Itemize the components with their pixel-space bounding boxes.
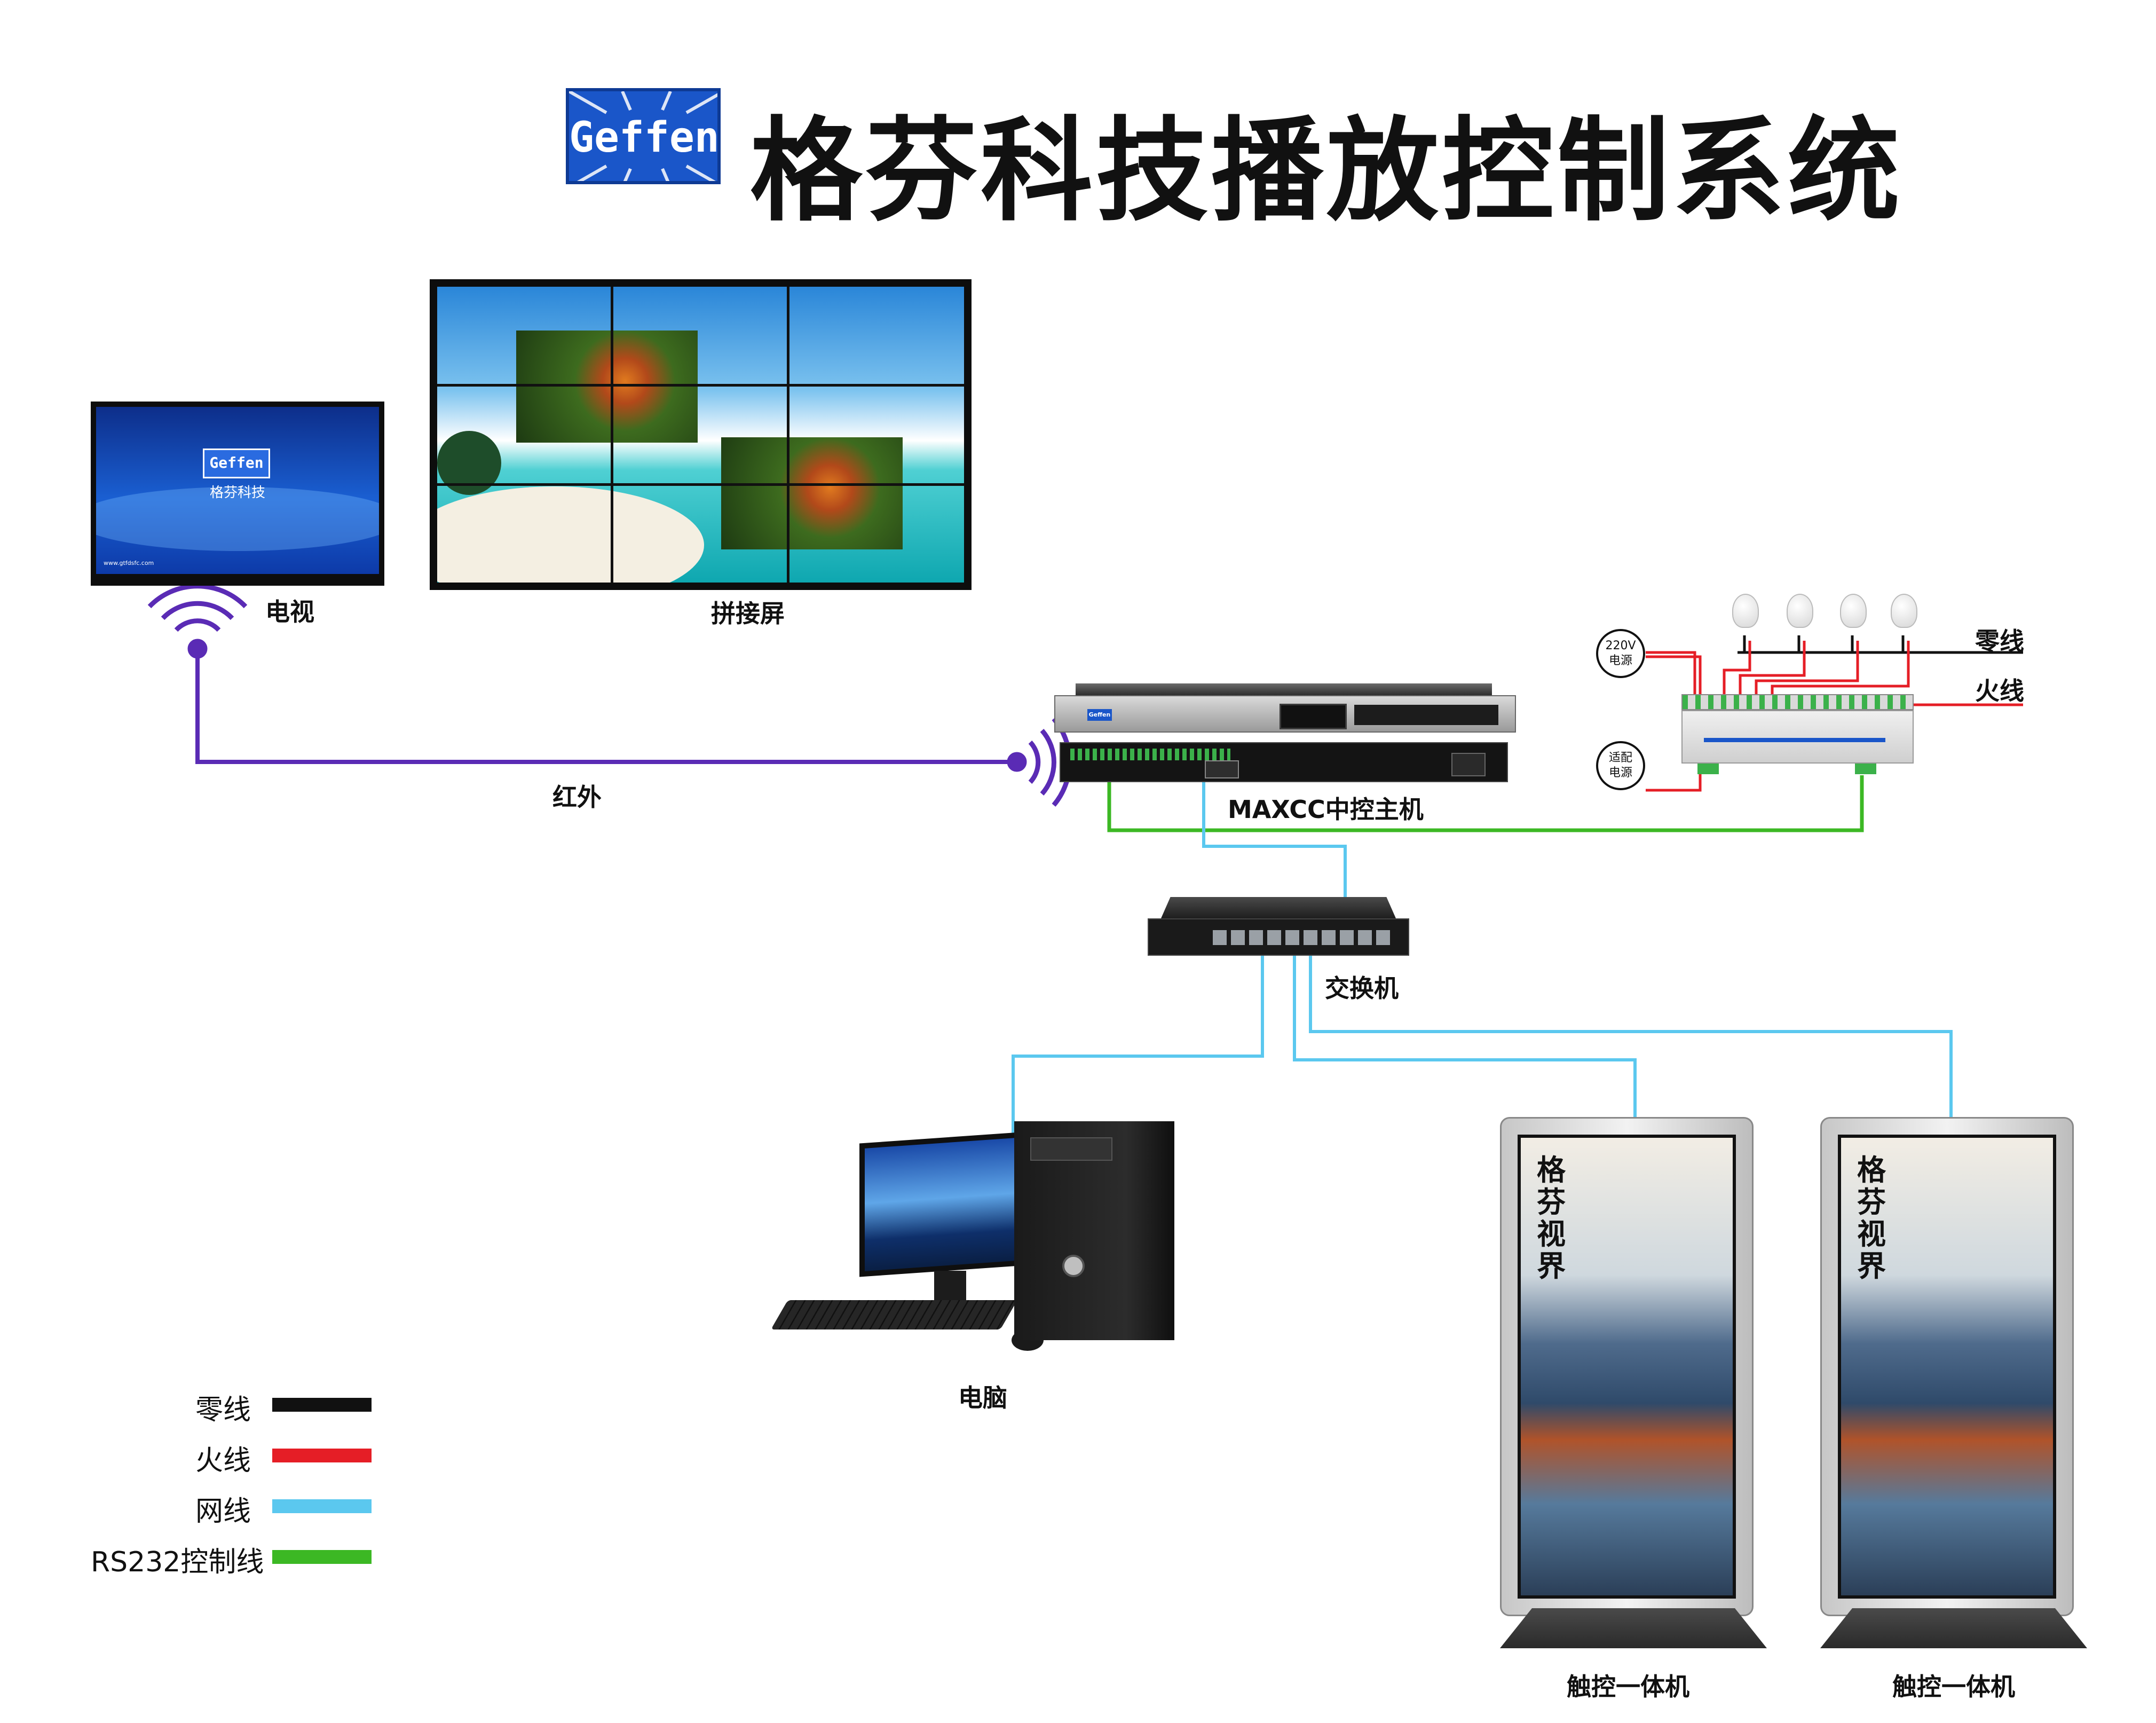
kiosk-right-poster-text: 格芬视界 bbox=[1857, 1154, 1889, 1282]
network-switch bbox=[1148, 897, 1409, 961]
legend-neutral-swatch bbox=[272, 1398, 372, 1412]
video-wall-seam-h2 bbox=[437, 483, 964, 486]
switch-ports bbox=[1213, 930, 1394, 945]
network-wire-computer bbox=[1013, 956, 1262, 1135]
tv-screen-logo: Geffen bbox=[203, 449, 270, 478]
bulb-icon-3 bbox=[1840, 594, 1867, 628]
relay-body bbox=[1681, 710, 1914, 764]
legend-rs232-label: RS232控制线 bbox=[91, 1539, 251, 1579]
power-220v-line1: 220V bbox=[1598, 639, 1643, 654]
tv-screen: Geffen 格芬科技 www.gtfdsfc.com bbox=[96, 407, 379, 574]
live-line-label: 火线 bbox=[1975, 672, 2024, 707]
infrared-label: 红外 bbox=[552, 778, 602, 813]
legend-network-label: 网线 bbox=[91, 1489, 251, 1529]
kiosk-left: 格芬视界 bbox=[1500, 1117, 1767, 1656]
kiosk-left-screen: 格芬视界 bbox=[1518, 1135, 1736, 1599]
video-wall-beach bbox=[437, 486, 704, 583]
butterfly-window-2 bbox=[721, 437, 903, 549]
controller-terminals bbox=[1070, 749, 1230, 760]
controller-power-socket bbox=[1451, 753, 1486, 776]
adapter-power-badge: 适配 电源 bbox=[1596, 741, 1645, 790]
tv-label: 电视 bbox=[265, 593, 314, 628]
adapter-power-line1: 适配 bbox=[1598, 751, 1643, 766]
kiosk-right-base bbox=[1820, 1608, 2087, 1648]
relay-module bbox=[1681, 694, 1914, 774]
legend-network-swatch bbox=[272, 1499, 372, 1513]
video-wall bbox=[430, 279, 972, 590]
controller-display bbox=[1280, 704, 1347, 729]
legend-live-swatch bbox=[272, 1449, 372, 1462]
monitor bbox=[859, 1131, 1036, 1277]
switch-top bbox=[1161, 897, 1396, 918]
controller-rear bbox=[1060, 742, 1508, 782]
legend-rs232-swatch bbox=[272, 1550, 372, 1564]
computer-label: 电脑 bbox=[958, 1379, 1007, 1414]
video-wall-screen bbox=[437, 287, 964, 583]
kiosk-left-poster-text: 格芬视界 bbox=[1537, 1154, 1569, 1282]
kiosk-left-base bbox=[1500, 1608, 1767, 1648]
bulb-icon-1 bbox=[1732, 594, 1759, 628]
bulb-icon-2 bbox=[1787, 594, 1813, 628]
controller-brand-badge: Geffen bbox=[1087, 709, 1112, 721]
pc-power-button bbox=[1062, 1255, 1085, 1277]
butterfly-window-1 bbox=[516, 331, 698, 443]
video-wall-seam-v2 bbox=[787, 287, 789, 583]
neutral-line-label: 零线 bbox=[1975, 622, 2024, 657]
computer bbox=[779, 1121, 1180, 1362]
controller-top bbox=[1076, 683, 1492, 695]
controller-label: MAXCC中控主机 bbox=[1228, 790, 1424, 825]
maxcc-controller: Geffen bbox=[1054, 683, 1516, 785]
pc-drive-bay bbox=[1030, 1137, 1112, 1161]
video-wall-label: 拼接屏 bbox=[711, 594, 785, 630]
switch-front bbox=[1148, 918, 1409, 956]
controller-lan-port bbox=[1205, 760, 1239, 778]
controller-buttons bbox=[1354, 705, 1498, 725]
video-wall-seam-v1 bbox=[611, 287, 613, 583]
legend-live-label: 火线 bbox=[91, 1438, 251, 1478]
bulb-icon-4 bbox=[1891, 594, 1917, 628]
keyboard bbox=[771, 1300, 1017, 1329]
relay-terminal-bottom-right bbox=[1855, 764, 1876, 774]
power-220v-line2: 电源 bbox=[1598, 654, 1643, 668]
kiosk-right: 格芬视界 bbox=[1820, 1117, 2087, 1656]
tv-screen-company: 格芬科技 bbox=[96, 482, 379, 501]
adapter-power-line2: 电源 bbox=[1598, 766, 1643, 781]
controller-front: Geffen bbox=[1054, 695, 1516, 733]
relay-terminal-bottom-left bbox=[1697, 764, 1719, 774]
video-wall-seam-h1 bbox=[437, 384, 964, 387]
switch-label: 交换机 bbox=[1325, 969, 1399, 1004]
monitor-screen bbox=[865, 1137, 1030, 1271]
kiosk-left-frame: 格芬视界 bbox=[1500, 1117, 1754, 1616]
infrared-wire bbox=[198, 649, 1017, 762]
power-220v-badge: 220V 电源 bbox=[1596, 629, 1645, 678]
legend-neutral-label: 零线 bbox=[91, 1387, 251, 1427]
tv-screen-url: www.gtfdsfc.com bbox=[104, 560, 154, 567]
kiosk-right-screen: 格芬视界 bbox=[1838, 1135, 2056, 1599]
kiosk-left-label: 触控一体机 bbox=[1567, 1667, 1689, 1703]
infrared-signal-icon-left bbox=[149, 586, 246, 656]
relay-terminal-top bbox=[1681, 694, 1914, 710]
relay-label-strip bbox=[1704, 738, 1885, 742]
pc-tower bbox=[1014, 1121, 1174, 1340]
kiosk-right-frame: 格芬视界 bbox=[1820, 1117, 2074, 1616]
kiosk-right-label: 触控一体机 bbox=[1892, 1667, 2015, 1703]
tv: Geffen 格芬科技 www.gtfdsfc.com bbox=[91, 402, 384, 586]
network-wire-kiosk-right bbox=[1310, 956, 1951, 1117]
